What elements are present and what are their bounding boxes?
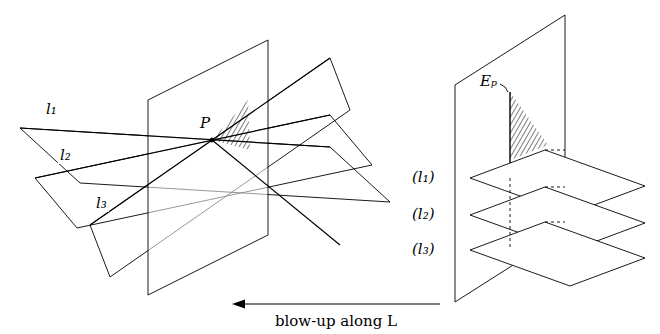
leader-line bbox=[500, 84, 508, 92]
hidden-line bbox=[510, 178, 511, 250]
line-label: (l₃) bbox=[410, 240, 437, 258]
line-l3 bbox=[90, 58, 330, 225]
hidden-line bbox=[545, 222, 565, 223]
hidden-line bbox=[545, 187, 565, 188]
hidden-line bbox=[545, 150, 565, 151]
arrow-caption: blow-up along L bbox=[273, 312, 399, 330]
right-figure bbox=[455, 15, 645, 302]
divisor-label: Eₚ bbox=[478, 72, 499, 90]
point-P bbox=[210, 138, 214, 142]
blow-up-arrow bbox=[232, 300, 440, 309]
line-label: l₂ bbox=[58, 146, 73, 164]
point-label: P bbox=[198, 114, 212, 132]
vertical-plane bbox=[148, 40, 268, 295]
hatched-region bbox=[510, 92, 548, 160]
line-L bbox=[212, 140, 340, 245]
line-l2 bbox=[35, 115, 330, 178]
line-label: (l₂) bbox=[410, 205, 437, 223]
line-label: l₃ bbox=[94, 194, 109, 212]
line-label: l₁ bbox=[44, 100, 59, 118]
line-label: (l₁) bbox=[410, 168, 437, 186]
arrow-head bbox=[232, 300, 245, 309]
left-figure bbox=[20, 40, 390, 295]
arrow-shaft bbox=[242, 303, 440, 304]
hatched-region bbox=[212, 100, 250, 150]
line-l1 bbox=[20, 128, 330, 147]
plane-l3 bbox=[470, 222, 645, 286]
